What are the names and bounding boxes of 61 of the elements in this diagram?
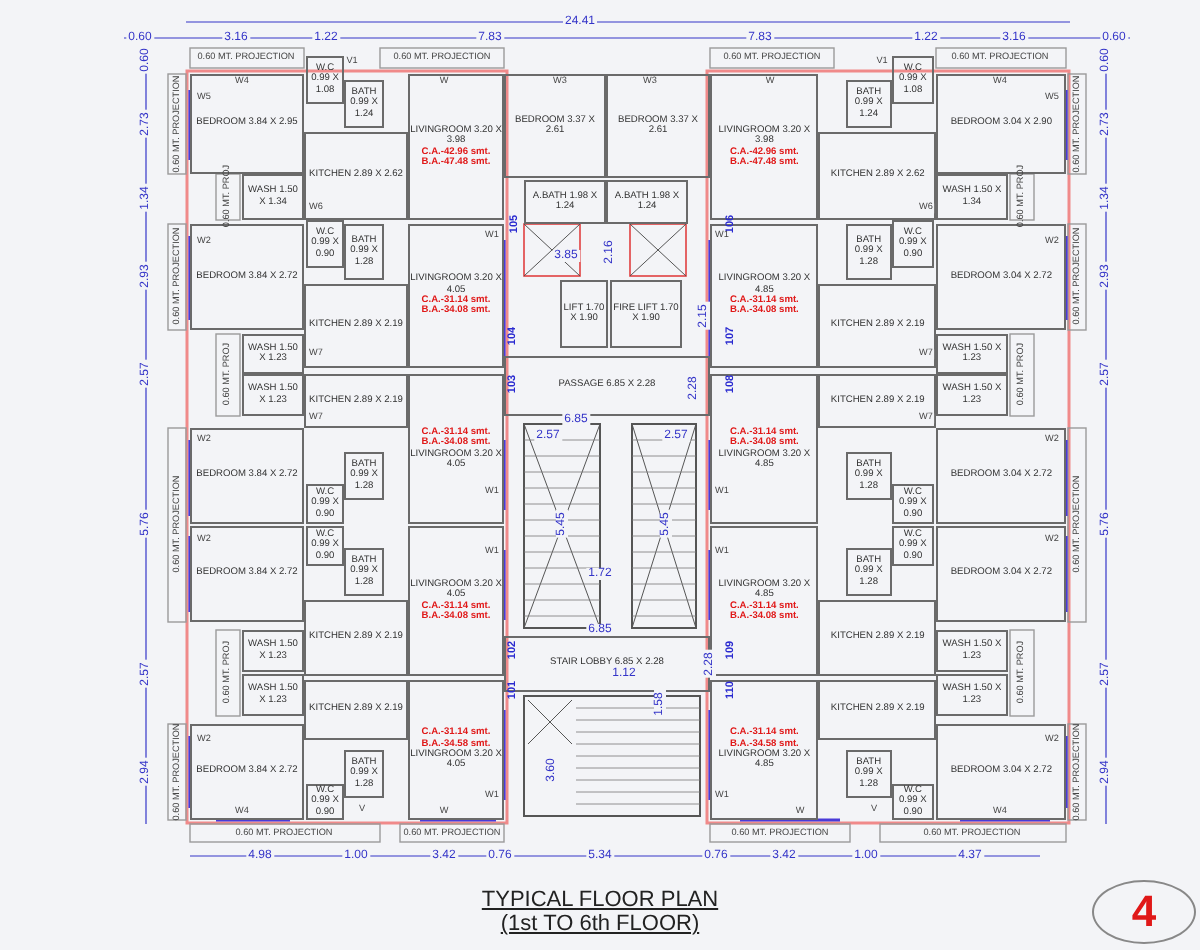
room-outline bbox=[818, 600, 937, 676]
room-outline bbox=[846, 548, 892, 596]
room-outline bbox=[936, 224, 1066, 330]
room-outline bbox=[818, 680, 937, 740]
room-outline bbox=[242, 174, 304, 220]
room-outline bbox=[190, 224, 304, 330]
room-outline bbox=[846, 224, 892, 280]
room-outline bbox=[936, 174, 1008, 220]
room-outline bbox=[846, 750, 892, 798]
sheet-number: 4 bbox=[1131, 888, 1157, 936]
room-outline bbox=[818, 374, 937, 428]
room-outline bbox=[304, 680, 408, 740]
room-outline bbox=[891, 56, 935, 104]
room-outline bbox=[304, 284, 408, 368]
room-outline bbox=[306, 220, 344, 268]
room-outline bbox=[190, 526, 304, 622]
room-outline bbox=[891, 784, 935, 820]
room-outline bbox=[936, 334, 1008, 374]
room-outline bbox=[818, 132, 937, 220]
room-outline bbox=[936, 374, 1008, 416]
room-outline bbox=[242, 630, 304, 672]
room-outline bbox=[560, 280, 608, 348]
room-outline bbox=[408, 224, 504, 368]
room-outline bbox=[304, 374, 408, 428]
room-outline bbox=[504, 74, 606, 178]
room-outline bbox=[710, 680, 819, 820]
room-outline bbox=[306, 56, 344, 104]
plan-title: TYPICAL FLOOR PLAN (1st TO 6th FLOOR) bbox=[480, 888, 720, 936]
room-outline bbox=[242, 374, 304, 416]
room-outline bbox=[818, 284, 937, 368]
room-outline bbox=[190, 428, 304, 524]
room-outline bbox=[606, 180, 688, 224]
room-outline bbox=[408, 526, 504, 676]
room-outline bbox=[936, 674, 1008, 716]
room-outline bbox=[504, 356, 710, 416]
room-outline bbox=[304, 600, 408, 676]
room-outline bbox=[936, 526, 1066, 622]
room-outline bbox=[344, 452, 384, 500]
room-outline bbox=[936, 630, 1008, 672]
room-outline bbox=[606, 74, 710, 178]
room-outline bbox=[524, 180, 606, 224]
room-outline bbox=[710, 374, 819, 524]
room-outline bbox=[408, 680, 504, 820]
room-outline bbox=[408, 74, 504, 220]
room-outline bbox=[936, 724, 1066, 820]
room-outline bbox=[936, 428, 1066, 524]
room-outline bbox=[344, 750, 384, 798]
room-outline bbox=[846, 80, 892, 128]
room-outline bbox=[242, 674, 304, 716]
room-outline bbox=[610, 280, 682, 348]
room-outline bbox=[408, 374, 504, 524]
room-outline bbox=[891, 220, 935, 268]
room-outline bbox=[190, 724, 304, 820]
room-outline bbox=[344, 224, 384, 280]
room-outline bbox=[344, 80, 384, 128]
room-outline bbox=[344, 548, 384, 596]
room-outline bbox=[846, 452, 892, 500]
room-outline bbox=[304, 132, 408, 220]
sheet-number-oval bbox=[1092, 880, 1196, 944]
room-outline bbox=[710, 526, 819, 676]
room-outline bbox=[242, 334, 304, 374]
